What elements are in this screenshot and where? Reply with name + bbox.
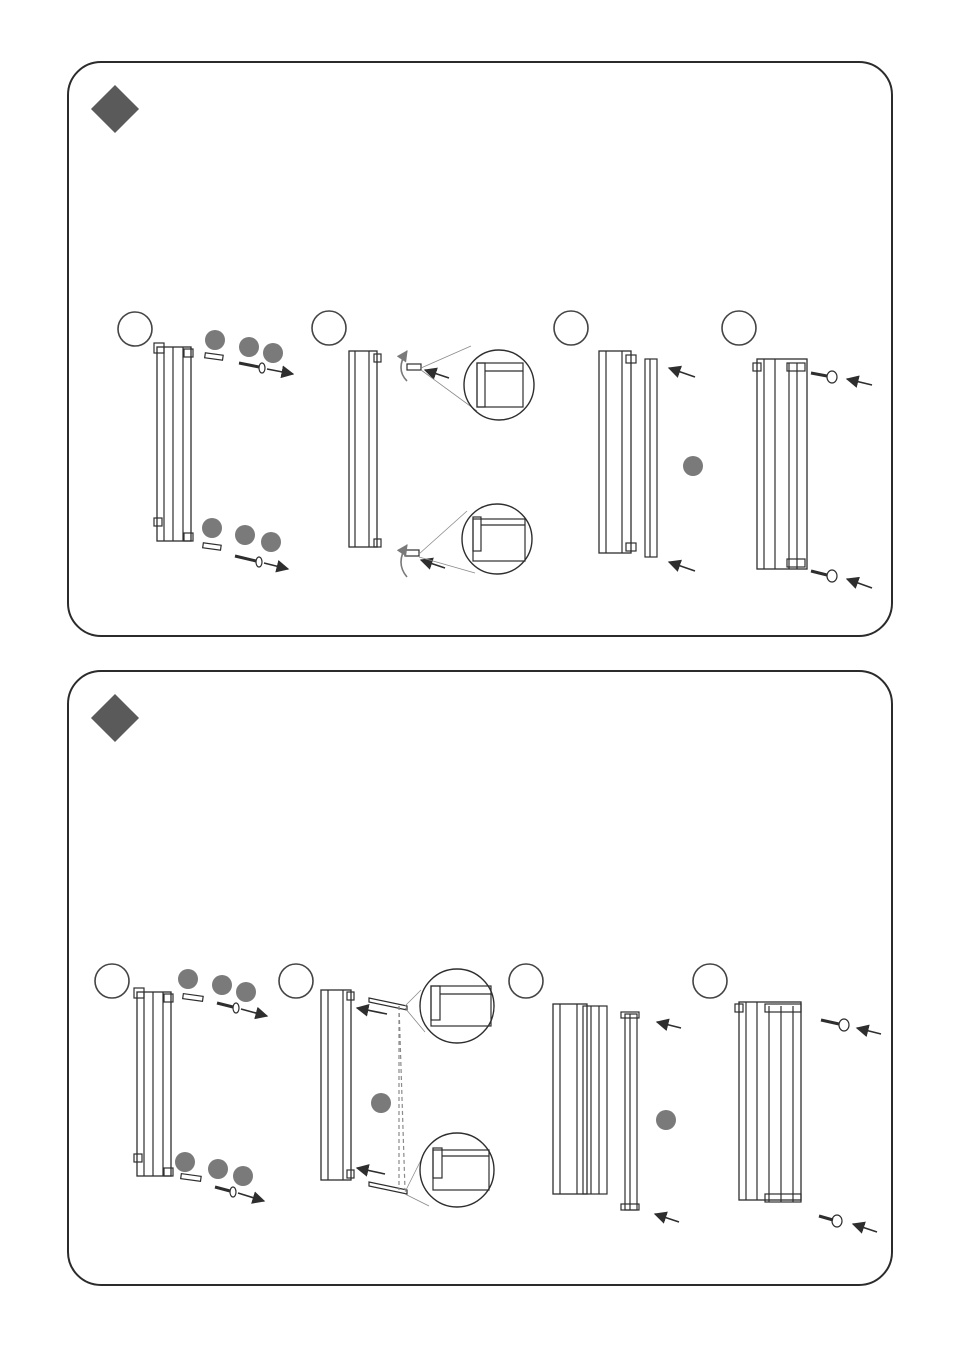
sub-step-2-figure	[312, 311, 534, 577]
filled-dot-icon	[656, 1110, 676, 1130]
sub-step-2-figure	[279, 964, 494, 1207]
empty-circle-icon	[279, 964, 313, 998]
sub-step-1-figure	[95, 964, 267, 1201]
instruction-panel-2	[67, 670, 893, 1286]
empty-circle-icon	[95, 964, 129, 998]
empty-circle-icon	[693, 964, 727, 998]
filled-dot-icon	[175, 1152, 195, 1172]
panel-2-illustration	[69, 672, 895, 1288]
filled-dot-icon	[239, 337, 259, 357]
filled-dot-icon	[205, 330, 225, 350]
empty-circle-icon	[118, 312, 152, 346]
filled-dot-icon	[208, 1159, 228, 1179]
sub-step-4-figure	[722, 311, 872, 588]
filled-dot-icon	[178, 969, 198, 989]
filled-dot-icon	[235, 525, 255, 545]
sub-step-4-figure	[693, 964, 881, 1232]
empty-circle-icon	[509, 964, 543, 998]
empty-circle-icon	[722, 311, 756, 345]
empty-circle-icon	[312, 311, 346, 345]
filled-dot-icon	[212, 975, 232, 995]
filled-dot-icon	[236, 982, 256, 1002]
filled-dot-icon	[371, 1093, 391, 1113]
sub-step-3-figure	[554, 311, 703, 571]
empty-circle-icon	[554, 311, 588, 345]
instruction-panel-1	[67, 61, 893, 637]
filled-dot-icon	[261, 532, 281, 552]
filled-dot-icon	[263, 343, 283, 363]
sub-step-1-figure	[118, 312, 293, 569]
magnifier-circle-icon	[420, 1133, 494, 1207]
sub-step-3-figure	[509, 964, 681, 1222]
filled-dot-icon	[233, 1166, 253, 1186]
panel-1-illustration	[69, 63, 895, 639]
filled-dot-icon	[683, 456, 703, 476]
filled-dot-icon	[202, 518, 222, 538]
